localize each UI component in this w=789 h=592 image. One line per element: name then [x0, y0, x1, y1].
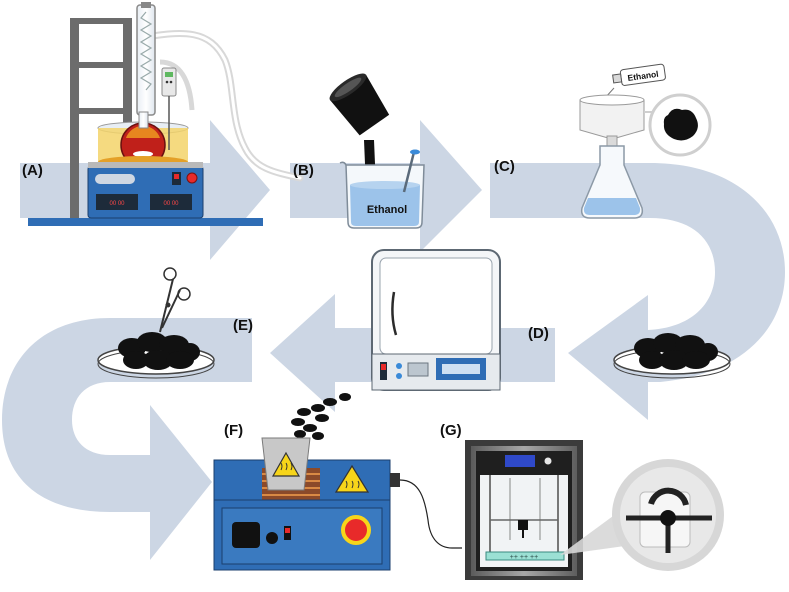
bottle-label: Ethanol — [627, 69, 659, 83]
base-plate — [28, 218, 263, 226]
print-bed — [485, 551, 565, 561]
buchner-funnel — [579, 99, 645, 139]
svg-text:00 00: 00 00 — [109, 201, 125, 207]
step-label-c: (C) — [494, 158, 515, 175]
svg-text:++ ++ ++: ++ ++ ++ — [510, 554, 538, 561]
hotplate-stirrer: 00 00 00 00 — [87, 162, 204, 219]
svg-text:00 00: 00 00 — [163, 201, 179, 207]
step-c-filtration: Ethanol — [579, 63, 712, 219]
magnified-residue — [644, 93, 712, 157]
step-d-oven — [371, 249, 501, 391]
lower-tubing — [159, 59, 195, 111]
heat-warning-icon — [271, 451, 301, 477]
digital-thermometer — [161, 67, 177, 150]
pouring-beaker — [329, 73, 390, 136]
arrow-e-to-f-uturn — [2, 318, 252, 560]
cut-pellets — [118, 332, 200, 370]
scissors-icon — [159, 267, 191, 333]
step-g-3d-printer: ++ ++ ++ — [465, 440, 724, 580]
falling-pellets — [291, 393, 351, 440]
emergency-stop — [341, 515, 371, 545]
step-label-a: (A) — [22, 162, 43, 179]
power-cable — [399, 479, 462, 549]
lab-stand — [70, 18, 132, 218]
step-f-extruder — [213, 393, 462, 571]
heat-warning-icon-2 — [334, 464, 370, 493]
dried-pellets-dish — [613, 333, 731, 379]
step-b-precipitation: Ethanol — [329, 73, 425, 229]
ethanol-beaker: Ethanol — [339, 149, 425, 229]
step-label-b: (B) — [293, 162, 314, 179]
step-label-e: (E) — [233, 317, 253, 334]
step-e-cutting — [97, 267, 215, 379]
step-a-reflux-setup: 00 00 00 00 — [28, 2, 304, 226]
beaker-label: Ethanol — [367, 204, 407, 216]
step-label-g: (G) — [440, 422, 462, 439]
step-label-f: (F) — [224, 422, 244, 439]
step-label-d: (D) — [528, 325, 549, 342]
printer-display — [505, 455, 535, 467]
ethanol-bottle: Ethanol — [612, 63, 666, 86]
